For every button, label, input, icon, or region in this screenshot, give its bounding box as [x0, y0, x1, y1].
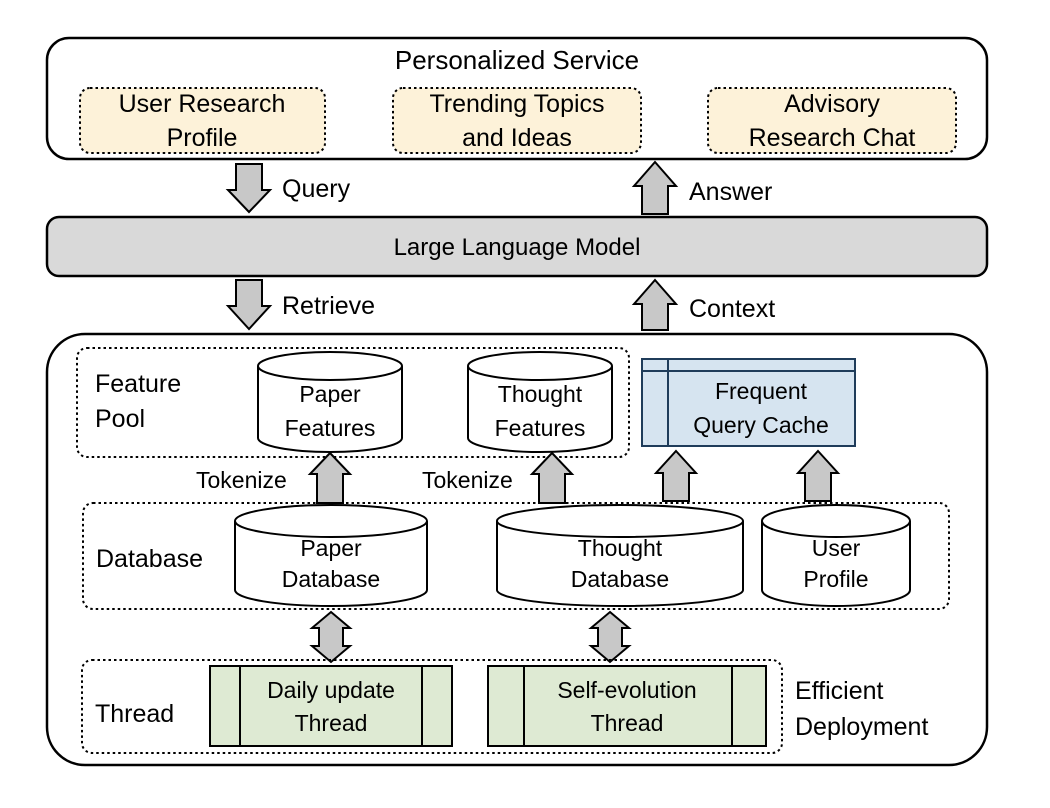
- self-evolution-line1: Self-evolution: [557, 677, 696, 703]
- context-arrow-up: [631, 278, 679, 331]
- paper-database-cylinder: Paper Database: [234, 504, 428, 607]
- thought-features-cylinder: Thought Features: [467, 351, 613, 453]
- service-item-advisory-research-chat: Advisory Research Chat: [707, 87, 957, 154]
- thread-group: Thread Daily update Thread Self-evolutio…: [81, 659, 783, 754]
- service-item-line1: User Research: [119, 90, 286, 118]
- tokenize-arrow-thought: [529, 451, 575, 504]
- query-label: Query: [282, 175, 351, 203]
- thread-box: [487, 665, 767, 747]
- self-evolution-thread: Self-evolution Thread: [487, 665, 767, 747]
- feature-pool-group: Feature Pool Paper Features Thought Feat…: [76, 347, 630, 458]
- tokenize-label-right: Tokenize: [422, 467, 513, 493]
- database-label: Database: [96, 545, 203, 573]
- thought-features-line2: Features: [495, 415, 586, 441]
- daily-thread-line2: Thread: [295, 710, 368, 736]
- query-arrow-down: [225, 163, 273, 214]
- cache-line1: Frequent: [715, 378, 808, 404]
- thread-label: Thread: [95, 700, 174, 728]
- bidirectional-arrow-thought: [588, 610, 632, 664]
- service-item-trending-topics: Trending Topics and Ideas: [392, 87, 642, 154]
- personalized-service-panel: Personalized Service User Research Profi…: [45, 36, 989, 161]
- retrieve-label: Retrieve: [282, 292, 375, 320]
- service-item-line1: Trending Topics: [429, 90, 604, 118]
- daily-thread-line1: Daily update: [267, 677, 395, 703]
- cylinder-body: [761, 521, 911, 607]
- thought-features-line1: Thought: [498, 381, 583, 407]
- context-label: Context: [689, 295, 775, 323]
- tokenize-label-left: Tokenize: [196, 467, 287, 493]
- paper-database-line1: Paper: [300, 535, 362, 561]
- feature-pool-label-line2: Pool: [95, 405, 145, 433]
- thought-database-line2: Database: [571, 566, 669, 592]
- answer-label: Answer: [689, 178, 772, 206]
- deployment-label-line2: Deployment: [795, 713, 928, 741]
- paper-features-line1: Paper: [299, 381, 361, 407]
- cylinder-body: [467, 366, 613, 453]
- bidirectional-arrow-paper: [309, 610, 353, 664]
- feature-pool-frame: [76, 347, 630, 458]
- user-profile-line2: Profile: [803, 566, 868, 592]
- paper-features-line2: Features: [285, 415, 376, 441]
- thread-frame: [81, 659, 783, 754]
- cylinder-top: [467, 351, 613, 381]
- database-group: Database Paper Database Thought Database…: [82, 502, 950, 610]
- cylinder-top: [761, 504, 911, 538]
- cache-box: [641, 358, 856, 447]
- service-item-line2: and Ideas: [462, 124, 572, 152]
- answer-arrow-up: [631, 160, 679, 215]
- service-item-box: [392, 87, 642, 154]
- retrieve-arrow-down: [225, 279, 273, 331]
- llm-label: Large Language Model: [394, 234, 641, 261]
- deployment-label-line1: Efficient: [795, 677, 884, 705]
- cylinder-top: [496, 504, 744, 538]
- cylinder-top: [234, 504, 428, 538]
- frequent-query-cache: Frequent Query Cache: [641, 358, 856, 447]
- thread-box: [209, 665, 453, 747]
- paper-database-line2: Database: [282, 566, 380, 592]
- service-item-line2: Profile: [167, 124, 238, 152]
- thought-database-line1: Thought: [578, 535, 663, 561]
- service-item-line2: Research Chat: [749, 124, 916, 152]
- service-item-box: [79, 87, 326, 154]
- user-profile-cylinder: User Profile: [761, 504, 911, 607]
- cache-arrow-thought: [653, 449, 699, 502]
- service-title: Personalized Service: [395, 45, 639, 75]
- service-item-line1: Advisory: [784, 90, 880, 118]
- feature-pool-label-line1: Feature: [95, 370, 181, 398]
- service-item-user-research-profile: User Research Profile: [79, 87, 326, 154]
- user-profile-line1: User: [812, 535, 861, 561]
- llm-box: [45, 215, 989, 278]
- self-evolution-line2: Thread: [591, 710, 664, 736]
- tokenize-arrow-paper: [307, 451, 353, 504]
- cache-line2: Query Cache: [693, 412, 829, 438]
- paper-features-cylinder: Paper Features: [257, 351, 403, 453]
- cylinder-top: [257, 351, 403, 381]
- cylinder-body: [496, 521, 744, 607]
- cylinder-body: [234, 521, 428, 607]
- cache-arrow-user: [795, 449, 841, 502]
- deployment-panel-frame: [45, 332, 989, 767]
- thought-database-cylinder: Thought Database: [496, 504, 744, 607]
- service-item-box: [707, 87, 957, 154]
- daily-update-thread: Daily update Thread: [209, 665, 453, 747]
- database-frame: [82, 502, 950, 610]
